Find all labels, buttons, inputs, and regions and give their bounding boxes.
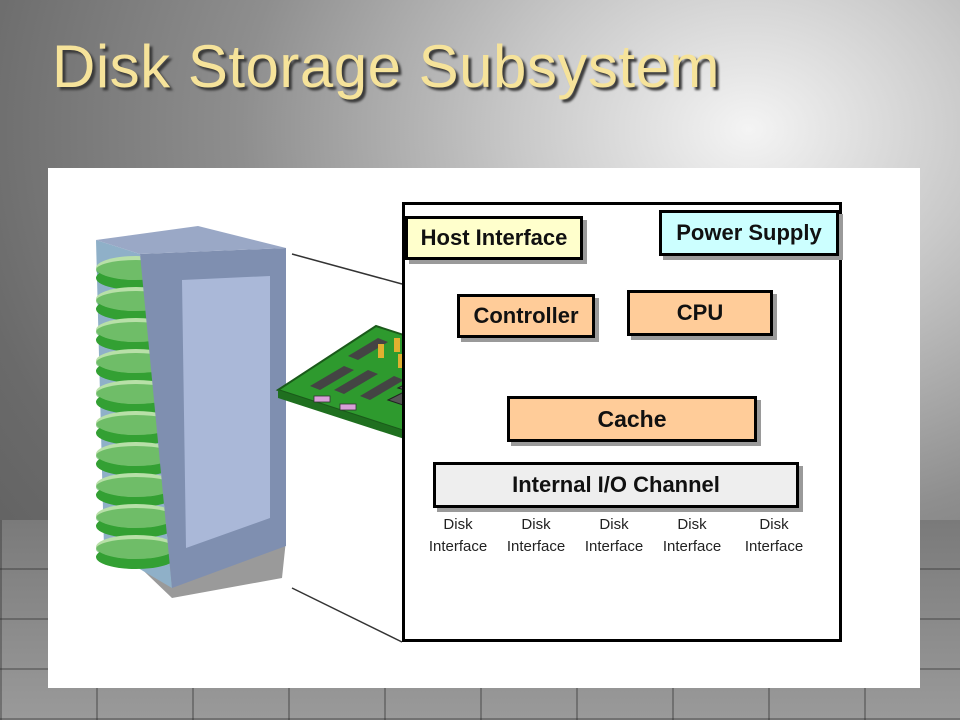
drive-disc bbox=[96, 535, 176, 569]
zoom-line-top bbox=[291, 253, 403, 285]
io-channel-box: Internal I/O Channel bbox=[433, 462, 799, 508]
disk-interface-label: Disk Interface bbox=[572, 514, 656, 558]
disk-interface-line1: Disk bbox=[759, 516, 789, 533]
disk-interface-line1: Disk bbox=[443, 516, 473, 533]
zoom-line-bottom bbox=[291, 587, 403, 643]
tower-panel bbox=[182, 276, 270, 548]
disk-interface-line2: Interface bbox=[506, 538, 566, 555]
drive-disc bbox=[96, 473, 176, 507]
power-supply-box: Power Supply bbox=[659, 210, 839, 256]
disk-interface-line2: Interface bbox=[428, 538, 488, 555]
disk-interface-label: Disk Interface bbox=[494, 514, 578, 558]
disk-interface-label: Disk Interface bbox=[732, 514, 816, 558]
disk-interface-line1: Disk bbox=[521, 516, 551, 533]
disk-interface-label: Disk Interface bbox=[650, 514, 734, 558]
disk-interface-label: Disk Interface bbox=[416, 514, 500, 558]
drive-disc bbox=[96, 442, 176, 476]
diagram-panel: Host Interface Power Supply Controller C… bbox=[48, 168, 920, 688]
disk-interface-line2: Interface bbox=[584, 538, 644, 555]
controller-box: Controller bbox=[457, 294, 595, 338]
disk-interface-line2: Interface bbox=[744, 538, 804, 555]
drive-disc bbox=[96, 504, 176, 538]
host-interface-box: Host Interface bbox=[405, 216, 583, 260]
tower-top bbox=[96, 226, 286, 254]
disk-interface-line1: Disk bbox=[677, 516, 707, 533]
cache-box: Cache bbox=[507, 396, 757, 442]
cpu-box: CPU bbox=[627, 290, 773, 336]
disk-interface-line1: Disk bbox=[599, 516, 629, 533]
slide-title: Disk Storage Subsystem bbox=[52, 33, 720, 100]
disk-interface-line2: Interface bbox=[662, 538, 722, 555]
